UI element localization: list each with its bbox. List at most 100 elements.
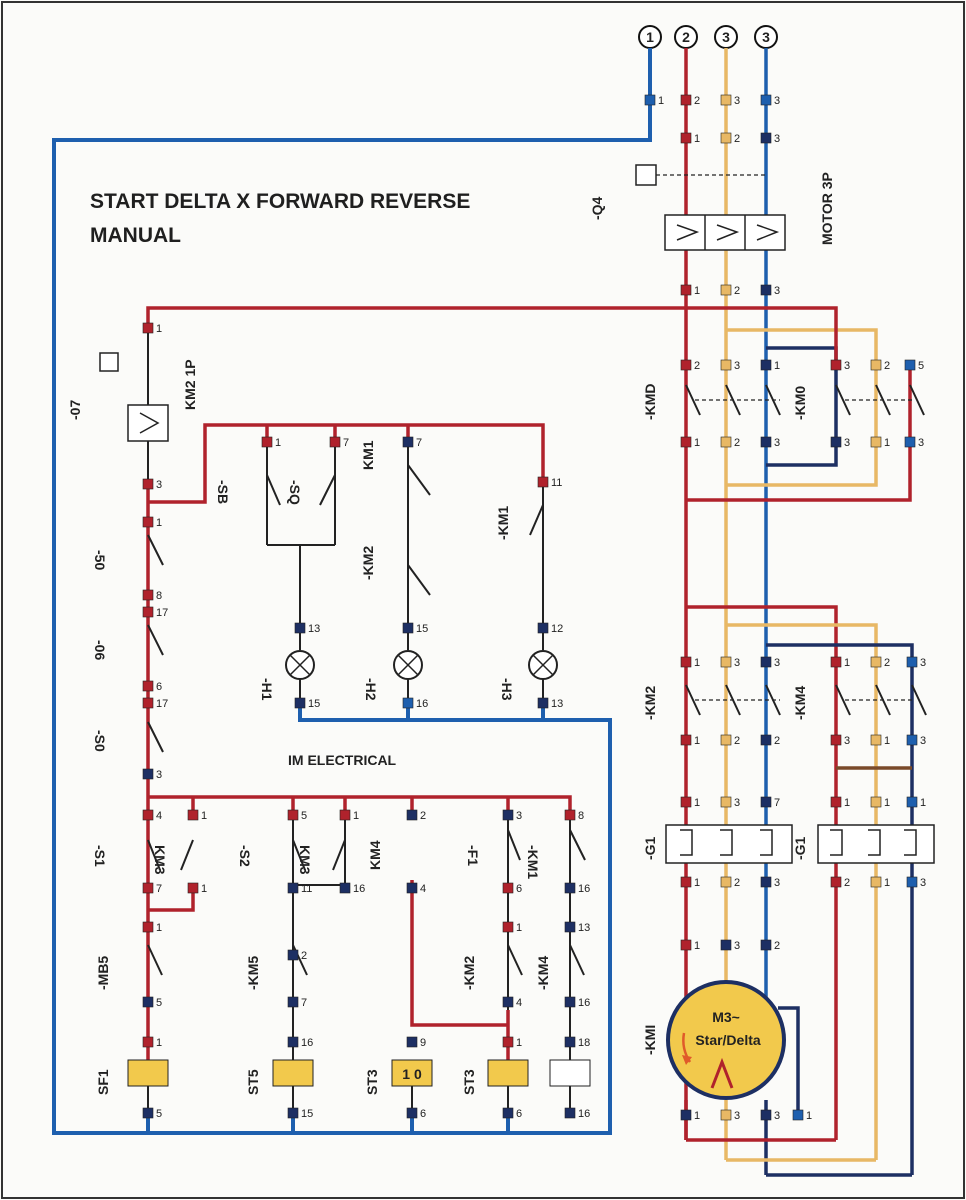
terminal-number: 1 [844,797,850,809]
terminal-marker [564,882,576,894]
terminal-marker [870,359,882,371]
km1b-label: -KM1 [525,845,541,879]
terminal-number: 6 [516,1108,522,1120]
terminal-number: 2 [884,657,890,669]
terminal-marker [720,94,732,106]
terminal-marker [680,656,692,668]
terminal-marker [720,1109,732,1121]
terminal-number: 3 [920,657,926,669]
terminal-marker [720,796,732,808]
terminal-marker [760,359,772,371]
terminal-number: 1 [694,940,700,952]
phase-markers: 1 2 3 3 [638,25,778,49]
terminal-number: 16 [578,883,590,895]
terminal-number: 3 [920,877,926,889]
phase-label-1: 1 [646,29,654,45]
timer-display: 1 0 [402,1066,422,1082]
terminal-number: 18 [578,1037,590,1049]
terminal-number: 16 [578,997,590,1009]
terminal-number: 3 [920,735,926,747]
terminal-marker [142,1107,154,1119]
terminal-number: 6 [420,1108,426,1120]
terminal-marker [680,284,692,296]
terminal-number: 2 [774,940,780,952]
terminal-number: 1 [920,797,926,809]
terminal-marker [402,622,414,634]
terminal-marker [830,876,842,888]
terminal-number: 2 [844,877,850,889]
phase-label-2: 2 [682,29,690,45]
terminal-marker [720,656,732,668]
terminal-number: 6 [156,681,162,693]
terminal-number: 4 [516,997,522,1009]
terminal-number: 3 [844,437,850,449]
terminal-marker [760,939,772,951]
km2-1p-label: KM2 1P [182,359,198,410]
terminal-marker [680,796,692,808]
terminal-marker [339,882,351,894]
terminal-marker [142,996,154,1008]
terminal-marker [720,734,732,746]
terminal-number: 3 [918,437,924,449]
handle-icon [635,164,657,186]
terminal-number: 3 [774,133,780,145]
terminal-marker [904,359,916,371]
terminal-marker [564,996,576,1008]
terminal-number: 3 [774,437,780,449]
motor-label-line2: Star/Delta [695,1032,761,1048]
motor-3p-label: MOTOR 3P [819,172,835,245]
terminal-marker [187,809,199,821]
terminal-number: 2 [774,735,780,747]
terminal-marker [720,132,732,144]
sb-label: -SB [215,480,231,504]
terminal-marker [537,476,549,488]
terminal-marker [644,94,656,106]
terminal-marker [537,622,549,634]
terminal-marker [339,809,351,821]
terminal-number: 3 [156,769,162,781]
terminal-marker [287,882,299,894]
terminal-number: 17 [156,698,168,710]
terminal-number: 1 [694,797,700,809]
terminal-marker [830,734,842,746]
coil-st5 [272,1059,314,1087]
terminal-number: 4 [156,810,162,822]
terminal-marker [830,359,842,371]
terminal-marker [870,436,882,448]
h2-label: -H2 [363,678,379,701]
terminal-marker [502,809,514,821]
terminal-number: 2 [734,877,740,889]
terminal-number: 1 [516,1037,522,1049]
coil-km4 [549,1059,591,1087]
terminal-marker [904,436,916,448]
kmd-label: -KMD [642,383,658,420]
km1-mid-label: -KM1 [495,506,511,540]
terminal-marker [287,1107,299,1119]
timer-st3 [391,1059,433,1087]
terminal-number: 7 [156,883,162,895]
terminal-number: 1 [806,1110,812,1122]
terminal-marker [142,882,154,894]
coil-st3 [487,1059,529,1087]
terminal-marker [406,882,418,894]
terminal-number: 3 [774,1110,780,1122]
terminal-number: 3 [774,877,780,889]
terminal-marker [502,921,514,933]
terminal-marker [870,876,882,888]
terminal-number: 3 [734,797,740,809]
terminal-number: 3 [156,479,162,491]
terminal-number: 2 [884,360,890,372]
terminal-marker [720,939,732,951]
terminal-number: 12 [551,623,563,635]
terminal-number: 15 [308,698,320,710]
terminal-marker [142,697,154,709]
terminal-marker [406,1107,418,1119]
terminal-marker [502,1107,514,1119]
terminal-marker [720,876,732,888]
phase-label-3: 3 [722,29,730,45]
terminal-number: 1 [694,133,700,145]
terminal-number: 1 [694,1110,700,1122]
terminal-number: 3 [844,735,850,747]
terminal-marker [906,796,918,808]
terminal-marker [760,132,772,144]
